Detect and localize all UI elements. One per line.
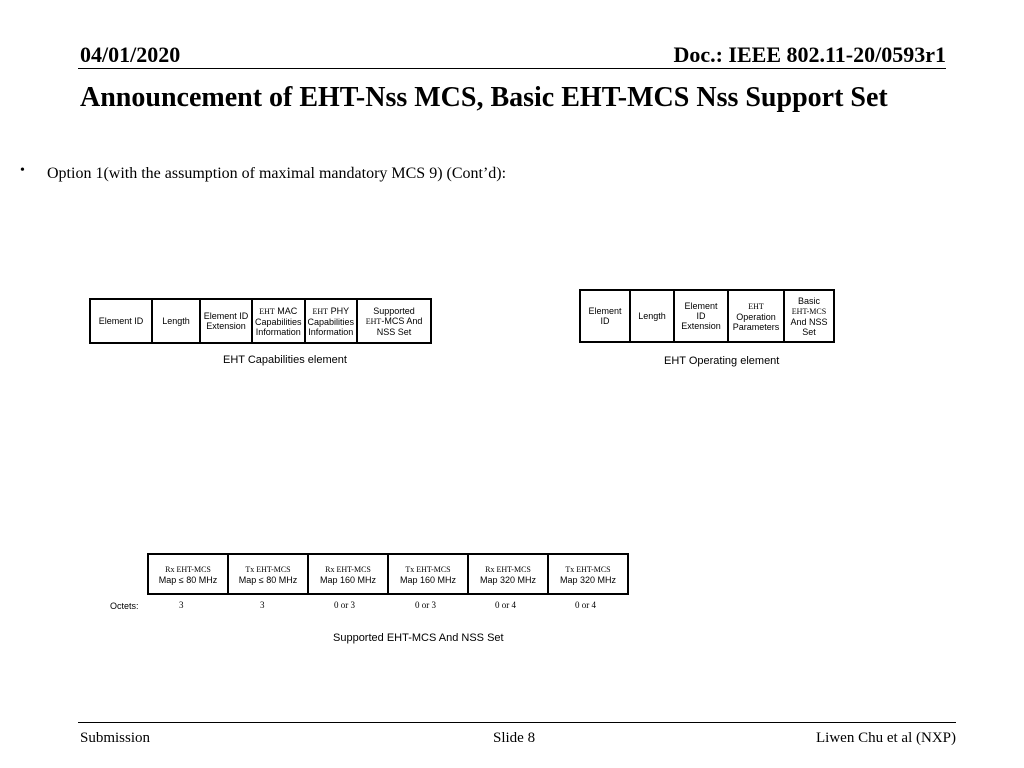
cap-field-mac-capabilities: EHT MAC Capabilities Information — [251, 298, 306, 344]
eht-capabilities-element-table: Element ID Length Element ID Extension E… — [89, 298, 433, 344]
op-field-length: Length — [629, 289, 675, 343]
footer-rule — [78, 722, 956, 723]
mcs-nss-set-table: Rx EHT-MCS Map ≤ 80 MHz Tx EHT-MCS Map ≤… — [147, 553, 629, 595]
bullet-marker: • — [20, 163, 25, 178]
octet-value: 0 or 4 — [495, 600, 516, 610]
octet-value: 0 or 3 — [334, 600, 355, 610]
eht-capabilities-caption: EHT Capabilities element — [223, 354, 347, 366]
header-date: 04/01/2020 — [80, 42, 181, 67]
mcs-field-tx-160: Tx EHT-MCS Map 160 MHz — [387, 553, 469, 595]
op-field-basic-mcs-nss-set: Basic EHT-MCS And NSS Set — [783, 289, 835, 343]
cap-field-length: Length — [151, 298, 201, 344]
eht-operating-caption: EHT Operating element — [664, 355, 780, 367]
eht-operating-element-table: Element ID Length Element ID Extension E… — [579, 289, 835, 343]
mcs-nss-set-caption: Supported EHT-MCS And NSS Set — [333, 632, 504, 644]
octet-value: 0 or 4 — [575, 600, 596, 610]
mcs-field-rx-160: Rx EHT-MCS Map 160 MHz — [307, 553, 389, 595]
footer-slide-number: Slide 8 — [493, 730, 536, 746]
cap-field-element-id: Element ID — [89, 298, 153, 344]
cap-field-phy-capabilities: EHT PHY Capabilities Information — [303, 298, 359, 344]
cap-field-element-id-extension: Element ID Extension — [199, 298, 253, 344]
bullet-text: Option 1(with the assumption of maximal … — [47, 165, 507, 182]
octet-value: 3 — [179, 600, 184, 610]
header-rule — [78, 68, 946, 69]
slide-title: Announcement of EHT-Nss MCS, Basic EHT-M… — [80, 82, 888, 113]
octet-value: 0 or 3 — [415, 600, 436, 610]
cap-field-supported-mcs-nss-set: Supported EHT-MCS And NSS Set — [356, 298, 433, 344]
header-doc-id: Doc.: IEEE 802.11-20/0593r1 — [673, 42, 946, 67]
mcs-field-tx-80: Tx EHT-MCS Map ≤ 80 MHz — [227, 553, 309, 595]
mcs-field-rx-80: Rx EHT-MCS Map ≤ 80 MHz — [147, 553, 229, 595]
footer-author: Liwen Chu et al (NXP) — [816, 730, 956, 746]
op-field-element-id: Element ID — [579, 289, 631, 343]
octets-label: Octets: — [110, 601, 139, 611]
octet-value: 3 — [260, 600, 265, 610]
footer-submission: Submission — [80, 730, 151, 746]
op-field-operation-parameters: EHT Operation Parameters — [727, 289, 785, 343]
mcs-field-tx-320: Tx EHT-MCS Map 320 MHz — [547, 553, 629, 595]
mcs-field-rx-320: Rx EHT-MCS Map 320 MHz — [467, 553, 549, 595]
op-field-element-id-extension: Element ID Extension — [673, 289, 729, 343]
